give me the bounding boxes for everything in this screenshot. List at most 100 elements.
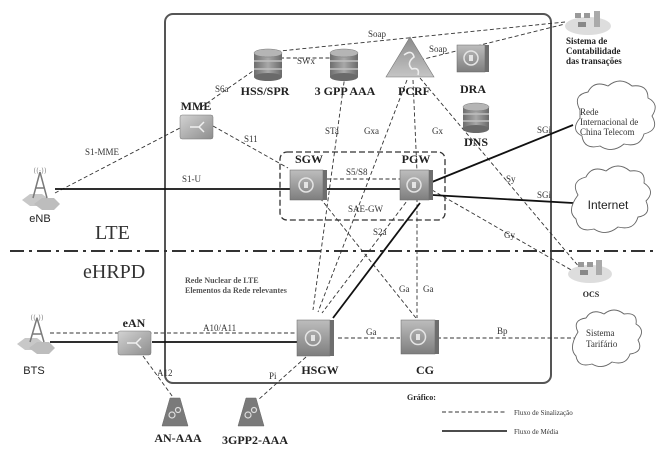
an-aaa-node[interactable]: AN-AAA xyxy=(154,397,202,445)
label-sgi-2: SGi xyxy=(537,190,552,200)
link-ga-sgw-cg xyxy=(319,197,417,319)
label-ga-1: Ga xyxy=(399,284,410,294)
label-s5-s8: S5/S8 xyxy=(346,167,368,177)
china-telecom-line-1: Rede xyxy=(580,107,599,117)
label-soap-1: Soap xyxy=(368,29,387,39)
region-ehrpd-label: eHRPD xyxy=(83,261,145,283)
sgw-node[interactable]: SGW xyxy=(289,152,327,201)
cg-label: CG xyxy=(416,363,434,377)
cg-node[interactable]: CG xyxy=(400,319,439,377)
dns-node[interactable]: DNS xyxy=(462,102,490,149)
database-icon xyxy=(462,102,490,133)
link-s2a-media xyxy=(332,202,421,319)
accounting-system-node[interactable]: Sistema de Contabilidade das transações xyxy=(565,11,623,66)
mme-switch-icon xyxy=(179,114,214,140)
label-pi: Pi xyxy=(269,371,277,381)
link-sgi-china-telecom xyxy=(431,124,574,183)
pcrf-label: PCRF xyxy=(398,84,430,98)
accounting-line-3: das transações xyxy=(566,56,622,66)
label-gxa: Gxa xyxy=(364,126,379,136)
3gpp2-aaa-node[interactable]: 3GPP2-AAA xyxy=(222,397,288,447)
core-network-frame xyxy=(164,13,552,384)
pcrf-node[interactable]: PCRF xyxy=(385,36,435,98)
label-gx: Gx xyxy=(432,126,443,136)
label-ga-3: Ga xyxy=(366,327,377,337)
media-lines xyxy=(50,124,574,343)
china-telecom-line-2: Internacional de xyxy=(580,117,638,127)
ean-switch-icon xyxy=(117,330,152,356)
billing-line-2: Tarifário xyxy=(586,339,618,349)
sgw-label: SGW xyxy=(295,152,323,166)
accounting-system-label: Sistema de Contabilidade das transações xyxy=(566,36,623,66)
label-s1-u: S1-U xyxy=(182,174,202,184)
label-ga-2: Ga xyxy=(423,284,434,294)
cell-tower-icon: ((·)) xyxy=(22,167,60,210)
pcrf-pyramid-icon xyxy=(385,36,435,78)
gateway-box-icon xyxy=(400,319,439,355)
internet-node[interactable]: Internet xyxy=(571,165,651,233)
label-sae-gw: SAE-GW xyxy=(348,204,383,214)
gateway-box-icon xyxy=(289,169,327,201)
pgw-node[interactable]: PGW xyxy=(399,152,433,201)
legend: Gráfico: Fluxo de Sinalização Fluxo de M… xyxy=(407,393,573,436)
label-soap-2: Soap xyxy=(429,44,448,54)
link-gxa xyxy=(317,79,408,313)
3gpp-aaa-node[interactable]: 3 GPP AAA xyxy=(315,48,376,98)
billing-line-1: Sistema xyxy=(586,328,615,338)
label-sy: Sy xyxy=(506,174,516,184)
hsgw-label: HSGW xyxy=(301,363,338,377)
label-sta: STa xyxy=(325,126,339,136)
gateway-box-icon xyxy=(399,169,433,201)
link-s11 xyxy=(212,125,289,169)
link-sgi-internet xyxy=(431,194,574,204)
mme-node[interactable]: MME xyxy=(179,99,214,140)
svg-text:((·)): ((·)) xyxy=(30,314,43,322)
dra-label: DRA xyxy=(460,82,486,96)
core-network-note: Rede Nuclear de LTE Elementos da Rede re… xyxy=(185,276,287,295)
link-sta xyxy=(312,74,346,311)
ocs-node[interactable]: OCS xyxy=(568,260,612,299)
computers-icon xyxy=(565,11,611,35)
accounting-line-1: Sistema de xyxy=(566,36,607,46)
accounting-line-2: Contabilidade xyxy=(566,46,621,56)
label-s11: S11 xyxy=(244,134,258,144)
legend-signaling-label: Fluxo de Sinalização xyxy=(514,409,573,417)
enb-label: eNB xyxy=(29,213,50,225)
dra-node[interactable]: DRA xyxy=(456,44,489,96)
router-box-icon xyxy=(456,44,489,73)
link-pcrf-ocs xyxy=(419,77,581,269)
china-telecom-line-3: China Telecom xyxy=(580,127,634,137)
mme-label: MME xyxy=(181,99,212,113)
aaa-server-icon xyxy=(237,397,265,427)
link-s6a xyxy=(196,63,264,111)
database-icon xyxy=(253,48,283,81)
signaling-lines xyxy=(50,21,581,401)
legend-media-label: Fluxo de Média xyxy=(514,428,559,436)
ocs-label: OCS xyxy=(583,290,600,299)
billing-system-label: Sistema Tarifário xyxy=(586,328,618,349)
link-gy xyxy=(431,189,581,276)
bts-node[interactable]: ((·)) BTS xyxy=(17,314,55,377)
computers-icon xyxy=(568,260,612,283)
hsgw-node[interactable]: HSGW xyxy=(296,319,339,377)
label-s1-mme: S1-MME xyxy=(85,147,120,157)
label-s6a: S6a xyxy=(215,84,229,94)
ean-node[interactable]: eAN xyxy=(117,316,152,356)
sae-gw-group xyxy=(279,151,446,221)
hss-spr-node[interactable]: HSS/SPR xyxy=(241,48,290,98)
billing-system-node[interactable]: Sistema Tarifário xyxy=(572,309,642,367)
dns-label: DNS xyxy=(464,135,488,149)
link-pi xyxy=(257,356,307,401)
label-gy: Gy xyxy=(504,230,515,240)
bts-label: BTS xyxy=(23,365,44,377)
link-gx xyxy=(412,79,418,173)
3gpp2-aaa-label: 3GPP2-AAA xyxy=(222,433,288,447)
cloud-icon xyxy=(571,165,651,233)
pgw-label: PGW xyxy=(402,152,431,166)
link-s1mme xyxy=(54,127,181,194)
china-telecom-network-node[interactable]: Rede Internacional de China Telecom xyxy=(575,80,656,150)
link-a12 xyxy=(142,355,176,401)
enb-node[interactable]: ((·)) eNB xyxy=(22,167,60,225)
gateway-box-icon xyxy=(296,319,334,357)
